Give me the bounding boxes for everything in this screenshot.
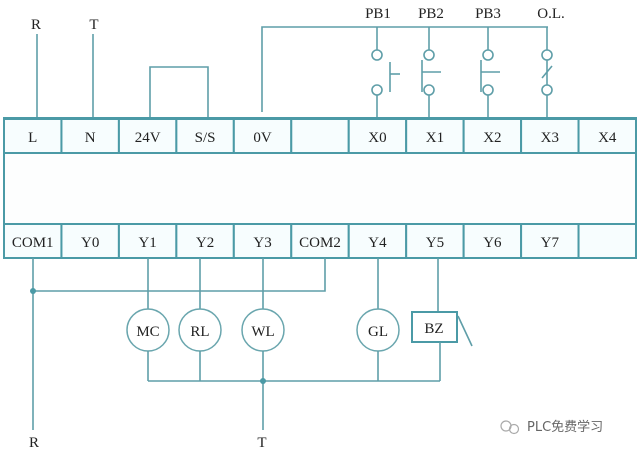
bottom-terminal-label: Y0 (81, 235, 99, 251)
top-terminal-l (3, 118, 63, 154)
bottom-terminal-label: Y3 (253, 235, 271, 251)
wire-com1-com2-link (33, 258, 326, 292)
bottom-terminal-label: Y5 (426, 235, 444, 251)
bottom-terminal-label: Y2 (196, 235, 214, 251)
input-label-ol: O.L. (537, 6, 565, 22)
pushbutton-pb1-symbol (371, 27, 400, 118)
junction-dot (260, 378, 266, 384)
wire-0v-common (261, 26, 548, 112)
junction-dot (30, 288, 36, 294)
supply-label-r-top: R (31, 17, 41, 33)
bottom-terminal-y2 (175, 223, 235, 259)
bottom-terminal-label: Y4 (368, 235, 387, 251)
supply-label-r-bottom: R (29, 435, 39, 451)
bottom-terminal-y3 (232, 223, 293, 259)
watermark: PLC免费学习 (500, 419, 603, 435)
load-label-mc: MC (136, 324, 159, 340)
bottom-terminal-label: COM2 (299, 235, 341, 251)
top-terminal-label: N (85, 130, 96, 146)
bottom-terminal-y4 (347, 223, 408, 259)
bottom-terminal-label: COM1 (12, 235, 54, 251)
load-label-gl: GL (368, 324, 388, 340)
buzzer-mark (457, 315, 473, 347)
top-terminal-label: 24V (135, 130, 161, 146)
top-terminal-label: L (28, 130, 37, 146)
top-terminal-label: S/S (195, 130, 216, 146)
bottom-terminal-com1 (3, 223, 63, 259)
top-terminal-label: 0V (253, 130, 272, 146)
load-label-wl: WL (251, 324, 274, 340)
top-terminal-blank (290, 118, 350, 154)
top-terminal-row: L N 24V S/S 0V X0 X1 X2 X3 X4 (3, 118, 638, 154)
top-terminal-x4 (577, 118, 638, 154)
input-label-pb2: PB2 (418, 6, 444, 22)
load-label-rl: RL (190, 324, 209, 340)
top-terminal-label: X2 (483, 130, 501, 146)
supply-label-t-bottom: T (257, 435, 266, 451)
bottom-terminal-y6 (462, 223, 523, 259)
input-label-pb1: PB1 (365, 6, 391, 22)
bottom-terminal-label: Y1 (138, 235, 156, 251)
pushbutton-pb3-symbol (480, 27, 500, 118)
bottom-terminal-y5 (405, 223, 465, 259)
top-terminal-label: X1 (426, 130, 444, 146)
load-label-bz: BZ (424, 321, 443, 337)
bottom-terminal-y0 (60, 223, 120, 259)
bottom-terminal-label: Y6 (483, 235, 502, 251)
top-terminal-label: X4 (598, 130, 617, 146)
load-bz-buzzer (411, 311, 458, 343)
top-terminal-x1 (405, 118, 465, 154)
top-terminal-24v (117, 118, 178, 154)
bottom-terminal-row: COM1 Y0 Y1 Y2 Y3 COM2 Y4 Y5 Y6 Y7 (3, 223, 638, 259)
overload-contact-symbol (541, 27, 553, 118)
top-terminal-label: X0 (368, 130, 386, 146)
bottom-terminal-blank (577, 223, 638, 259)
watermark-text: PLC免费学习 (527, 419, 603, 435)
pushbutton-pb2-symbol (421, 27, 441, 118)
supply-label-t-top: T (89, 17, 98, 33)
top-terminal-x3 (520, 118, 580, 154)
bottom-terminal-label: Y7 (541, 235, 560, 251)
wire-24v-ss-jumper (149, 66, 209, 118)
input-label-pb3: PB3 (475, 6, 501, 22)
top-terminal-label: X3 (541, 130, 559, 146)
